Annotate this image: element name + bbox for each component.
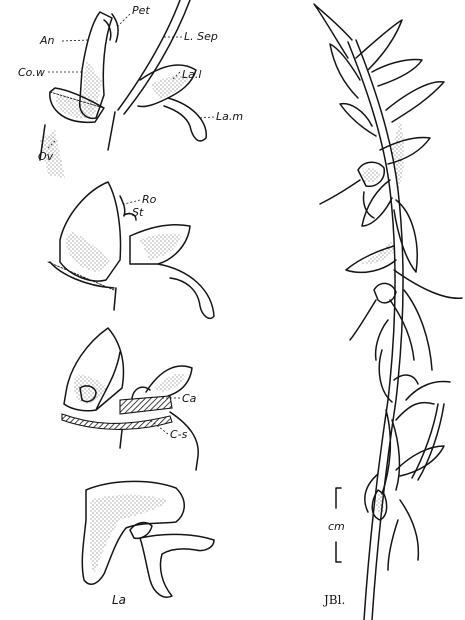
longitudinal-section-figure (62, 328, 198, 470)
flower-side-view-figure (40, 0, 206, 178)
label-an: An (39, 34, 55, 47)
scale-bar-unit: cm (328, 520, 345, 533)
label-ro: Ro (142, 193, 157, 206)
label-c-s: C-s (170, 428, 188, 441)
label-ov: Ov (38, 150, 54, 163)
label-la: La (112, 593, 126, 607)
label-st: St (132, 206, 144, 219)
label-l-sep: L. Sep (184, 30, 218, 43)
label-co-w: Co.w (18, 66, 45, 79)
label-ca: Ca (182, 392, 197, 405)
label-pet: Pet (132, 4, 150, 17)
labellum-figure (82, 481, 214, 597)
label-la-l: La.l (182, 68, 201, 81)
label-la-m: La.m (216, 110, 243, 123)
artist-signature: JBl. (322, 593, 345, 607)
scale-bar: cm (328, 488, 345, 562)
